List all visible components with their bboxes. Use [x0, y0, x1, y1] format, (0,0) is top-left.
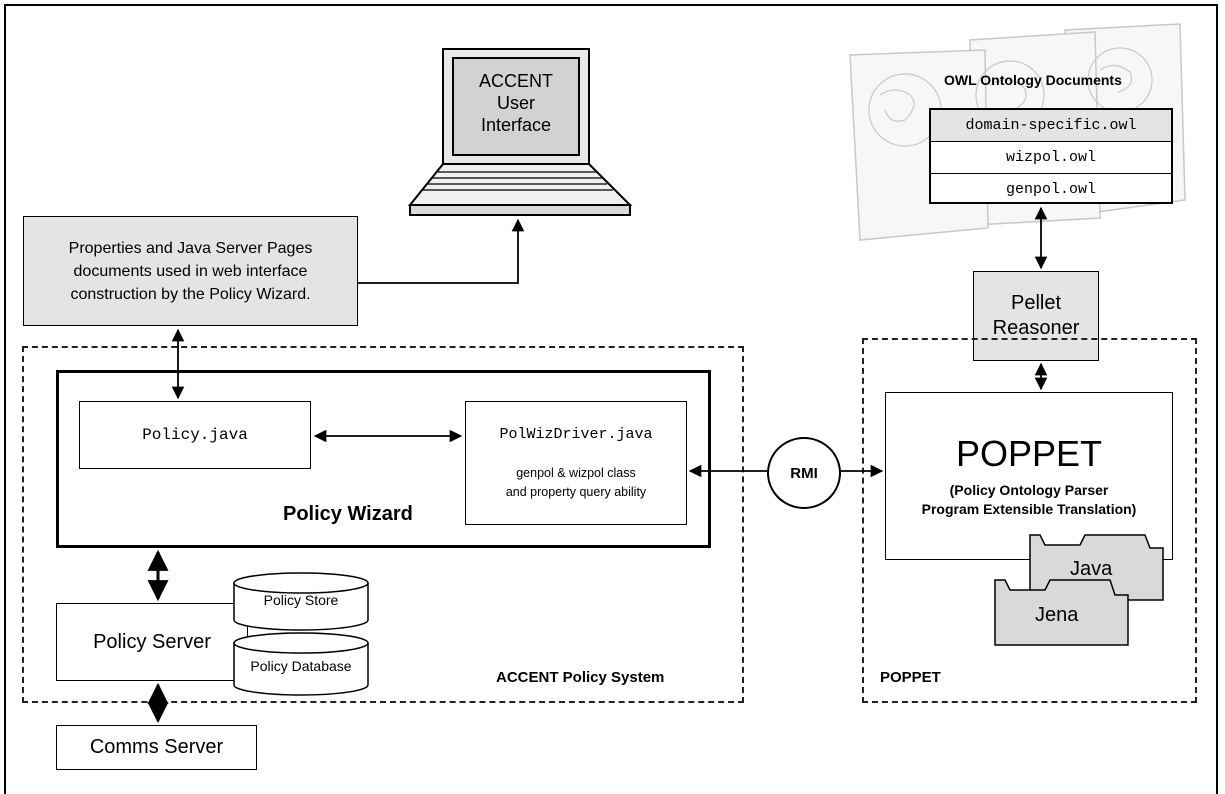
- folder-java-label: Java: [1070, 558, 1113, 580]
- policy-wizard-title: Policy Wizard: [283, 503, 413, 525]
- polwizdriver-line-1: genpol & wizpol class: [516, 466, 636, 480]
- policy-server-box: Policy Server: [56, 603, 248, 681]
- laptop-line-2: User: [496, 93, 535, 113]
- owl-file-wizpol: wizpol.owl: [931, 142, 1171, 174]
- policy-database-label: Policy Database: [250, 658, 352, 674]
- folder-jena-label: Jena: [1035, 604, 1079, 626]
- poppet-title: POPPET: [955, 433, 1103, 474]
- pellet-line-2: Reasoner: [992, 317, 1080, 339]
- properties-line-3: construction by the Policy Wizard.: [70, 285, 311, 303]
- accent-policy-system-region: [22, 346, 744, 703]
- owl-file-list: domain-specific.owl wizpol.owl genpol.ow…: [929, 108, 1173, 204]
- laptop-screen-text: ACCENT User Interface: [455, 70, 577, 136]
- properties-line-2: documents used in web interface: [73, 262, 308, 280]
- poppet-desc-line-1: (Policy Ontology Parser: [949, 482, 1109, 498]
- rmi-node: RMI: [767, 437, 841, 509]
- poppet-region-label: POPPET: [880, 669, 941, 686]
- poppet-desc-line-2: Program Extensible Translation): [921, 501, 1137, 517]
- owl-file-genpol: genpol.owl: [1005, 180, 1096, 198]
- properties-line-1: Properties and Java Server Pages: [68, 239, 313, 257]
- comms-server-box: Comms Server: [56, 725, 257, 770]
- pellet-reasoner-box: Pellet Reasoner: [973, 271, 1099, 361]
- policy-store-label: Policy Store: [263, 592, 339, 608]
- polwizdriver-title: PolWizDriver.java: [499, 426, 653, 443]
- polwizdriver-box: PolWizDriver.java genpol & wizpol class …: [465, 401, 687, 525]
- policy-java-box: Policy.java: [79, 401, 311, 469]
- laptop-line-3: Interface: [480, 115, 552, 135]
- diagram-frame: [4, 4, 1218, 794]
- properties-jsp-box: Properties and Java Server Pages documen…: [23, 216, 358, 326]
- polwizdriver-line-2: and property query ability: [505, 485, 647, 499]
- accent-policy-system-label: ACCENT Policy System: [496, 669, 665, 686]
- poppet-region: [862, 338, 1197, 703]
- pellet-line-1: Pellet: [1010, 292, 1062, 314]
- laptop-line-1: ACCENT: [478, 71, 553, 91]
- poppet-main-box: POPPET (Policy Ontology Parser Program E…: [885, 392, 1173, 560]
- owl-file-domain-specific: domain-specific.owl: [931, 110, 1171, 142]
- owl-title: OWL Ontology Documents: [944, 72, 1122, 88]
